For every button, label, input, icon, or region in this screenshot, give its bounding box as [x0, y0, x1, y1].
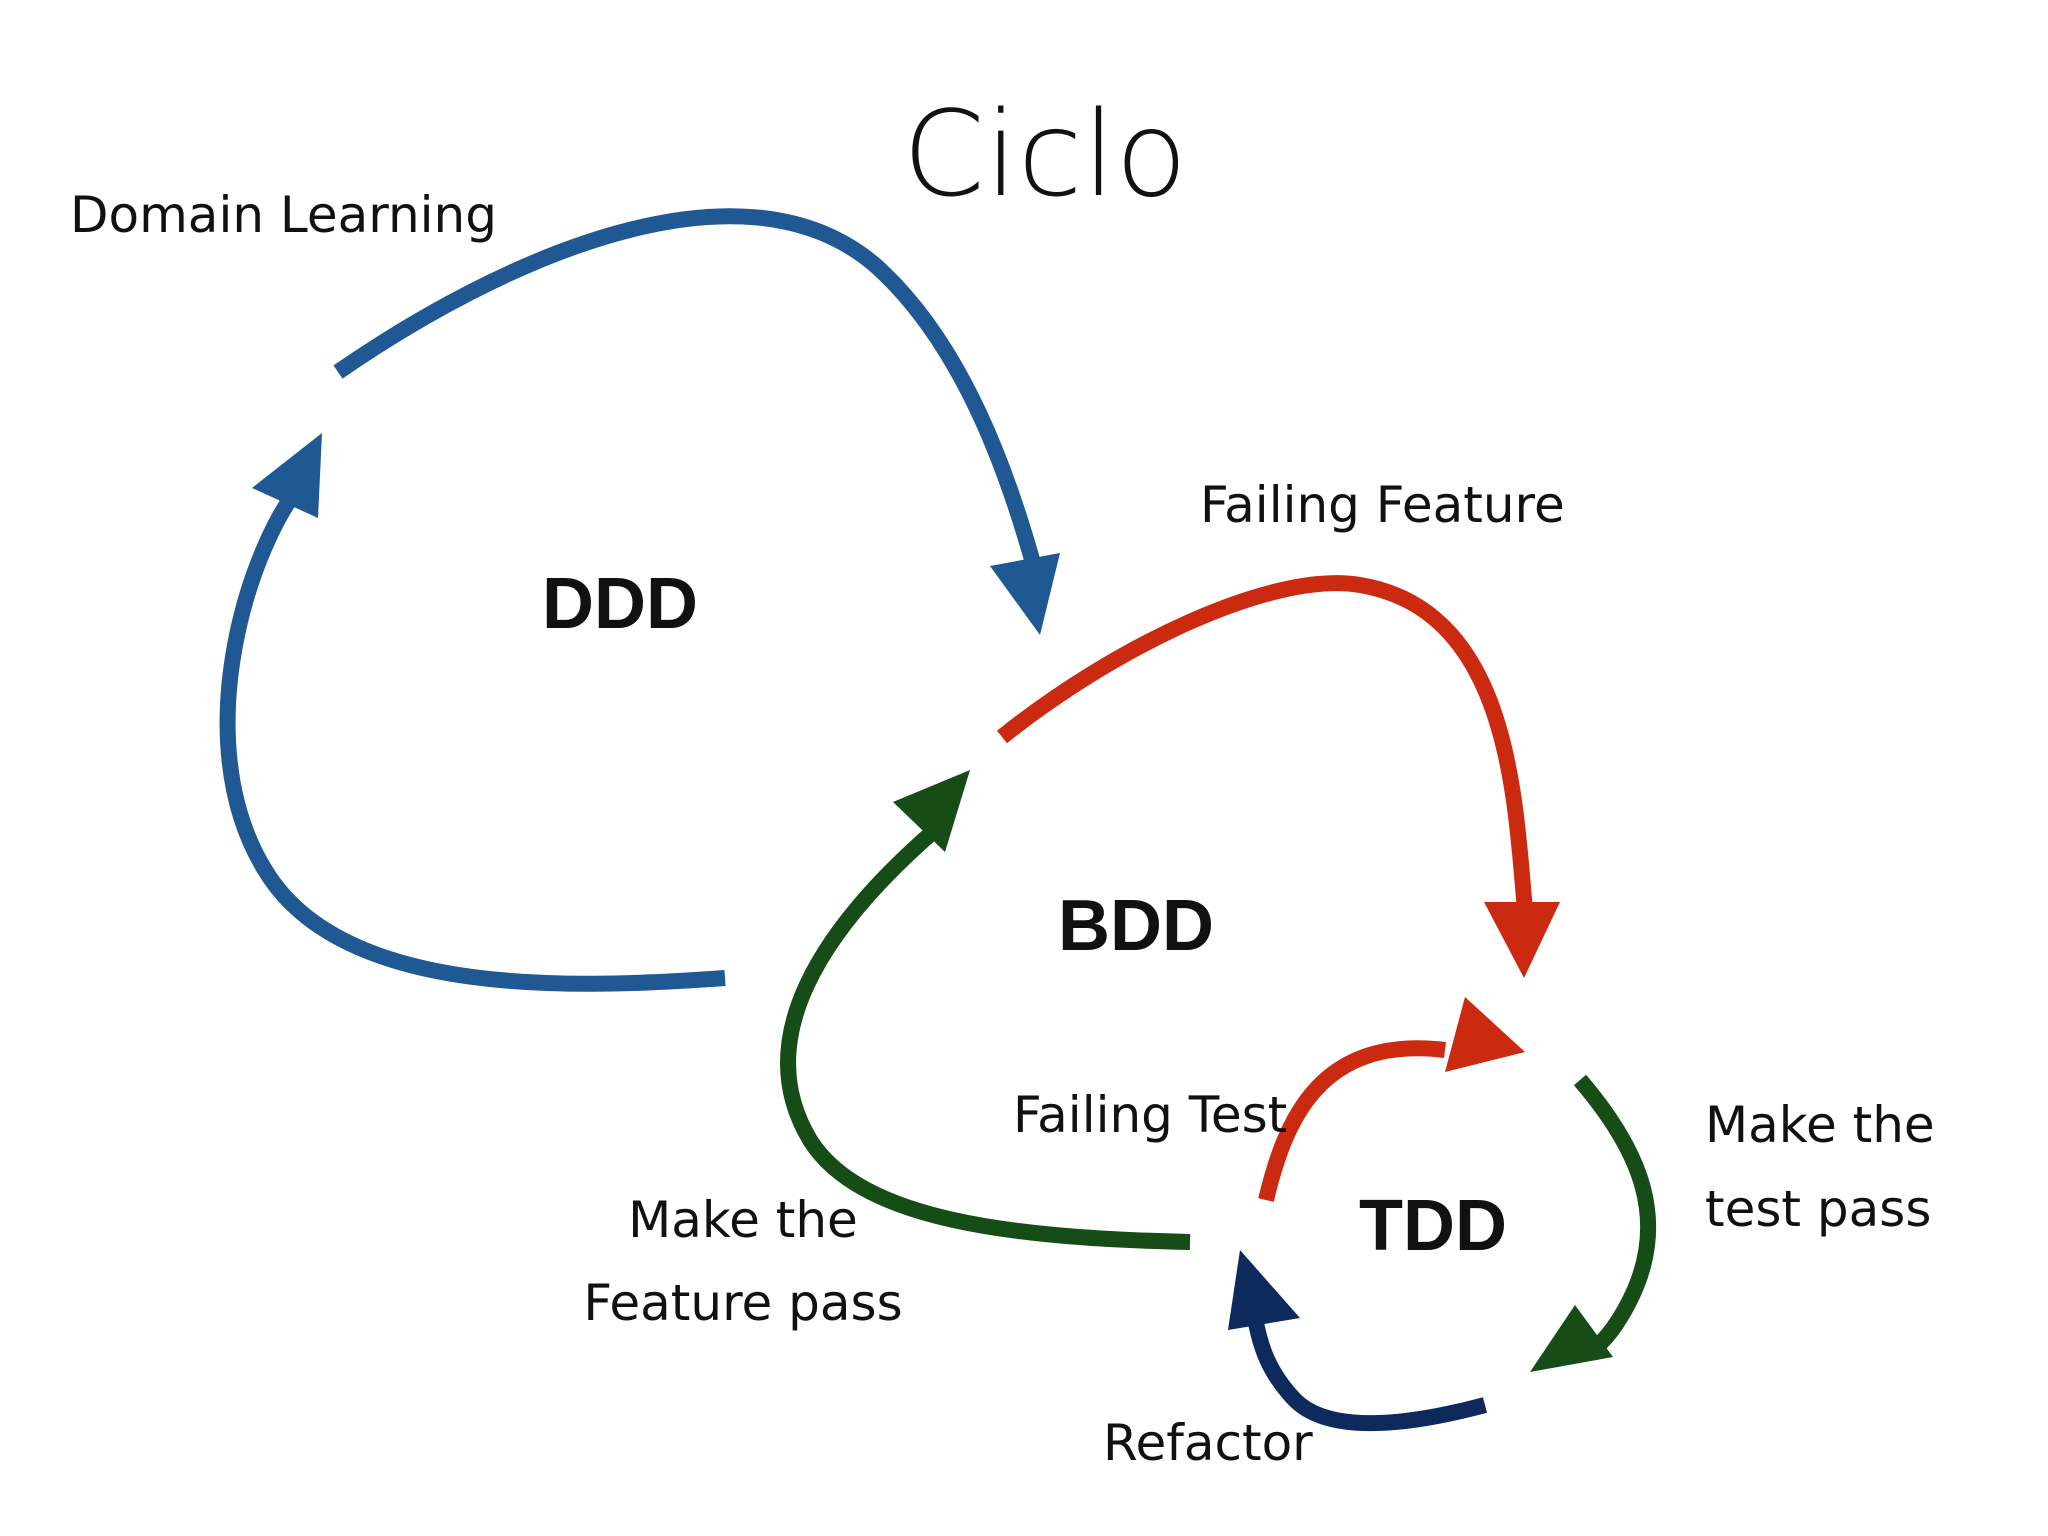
tdd-navy-arc: [1247, 1316, 1488, 1432]
step-make-test-pass-line2: test pass: [1705, 1180, 1931, 1238]
step-make-test-pass-line1: Make the: [1705, 1096, 1935, 1154]
ddd-top-arc: [333, 208, 1043, 573]
bdd-top-arrowhead: [1484, 902, 1560, 978]
bdd-cycle: [780, 575, 1560, 1250]
tdd-green-arc: [1573, 1074, 1657, 1359]
diagram-title: Ciclo: [902, 85, 1187, 223]
tdd-green-arrowhead: [1530, 1305, 1613, 1372]
ddd-left-arc: [219, 474, 726, 992]
ddd-left-arrowhead: [252, 433, 322, 518]
step-failing-feature: Failing Feature: [1200, 476, 1565, 534]
tdd-navy-arrowhead: [1228, 1250, 1300, 1330]
step-make-feature-pass-line1: Make the: [628, 1191, 858, 1249]
ddd-top-arrowhead: [990, 553, 1060, 635]
tdd-cycle: [1228, 997, 1657, 1432]
tdd-label: TDD: [1359, 1186, 1507, 1266]
bdd-label: BDD: [1058, 886, 1214, 966]
bdd-top-arc: [996, 575, 1533, 911]
ddd-label: DDD: [542, 564, 698, 644]
bdd-left-arc: [780, 823, 1191, 1250]
step-failing-test: Failing Test: [1013, 1086, 1287, 1144]
bdd-left-arrowhead: [893, 770, 970, 852]
step-make-feature-pass-line2: Feature pass: [583, 1274, 902, 1332]
ddd-cycle: [219, 208, 1060, 992]
step-refactor: Refactor: [1103, 1414, 1313, 1472]
step-domain-learning: Domain Learning: [70, 186, 497, 244]
tdd-red-arc: [1258, 1040, 1446, 1202]
tdd-red-arrowhead: [1445, 997, 1525, 1072]
